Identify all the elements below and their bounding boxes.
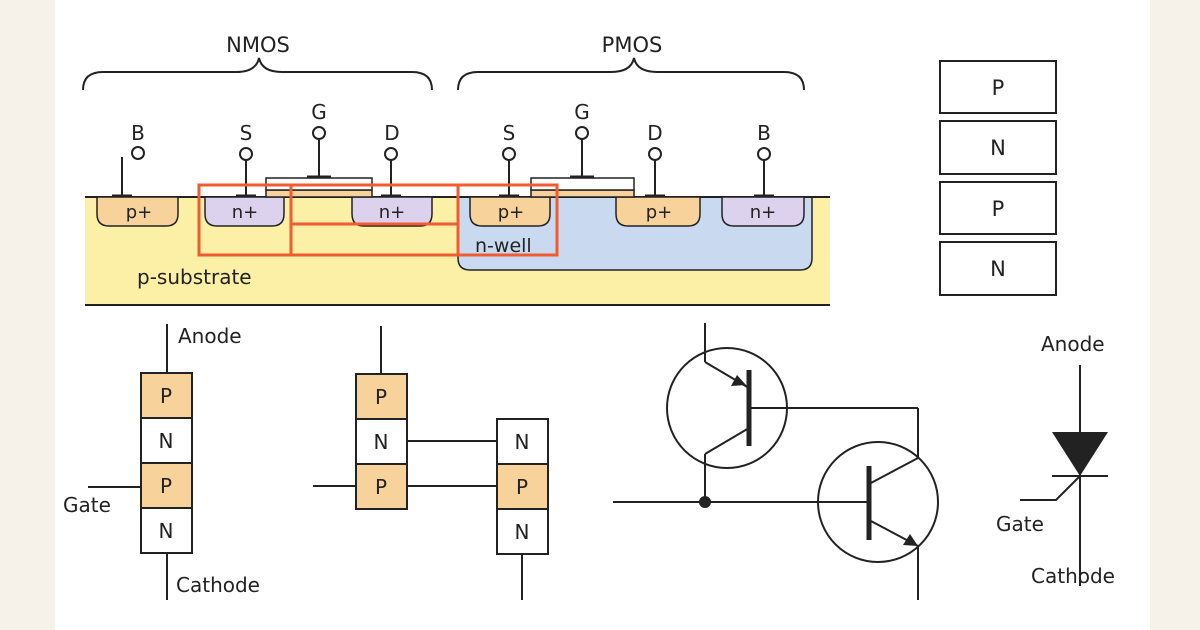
pnpn-layer-1-label: P xyxy=(160,384,172,408)
n-plus-region-nmos-drain xyxy=(351,196,433,227)
pnpn-cathode-label: Cathode xyxy=(176,573,260,597)
split-right-layer-3-label: N xyxy=(515,520,530,544)
n-plus-region-pmos-body xyxy=(721,196,805,227)
stack-layer-2-label: N xyxy=(990,136,1006,160)
p-plus-region-pmos-source xyxy=(469,196,551,227)
stack-layer-4-label: N xyxy=(990,257,1006,281)
scr-triangle xyxy=(1052,432,1108,476)
nmos-brace xyxy=(82,57,433,91)
terminal-label-nmos-g: G xyxy=(311,100,327,124)
terminal-label-pmos-g: G xyxy=(574,100,590,124)
split-left-layer-3-label: P xyxy=(375,475,387,499)
region-label-n2: n+ xyxy=(379,202,406,223)
region-label-n3: n+ xyxy=(750,202,777,223)
stack-layer-2 xyxy=(939,120,1057,175)
region-label-p3: p+ xyxy=(646,202,673,223)
terminal-nmos-body xyxy=(112,146,145,198)
scr-gate-label: Gate xyxy=(996,512,1044,536)
split-right-layer-3 xyxy=(496,508,549,555)
scr-cathode-label: Cathode xyxy=(1031,564,1115,588)
terminal-pmos-drain xyxy=(645,147,665,198)
nmos-gate-oxide xyxy=(265,189,373,198)
terminal-label-nmos-b: B xyxy=(131,121,145,145)
layer-stack: P N P N xyxy=(939,60,1057,296)
split-transistor-structure: P N P N P N xyxy=(313,326,549,600)
p-plus-region-pmos-drain xyxy=(615,196,701,227)
terminal-label-nmos-s: S xyxy=(240,121,253,145)
split-left-layer-3 xyxy=(355,463,408,510)
pnpn-gate-label: Gate xyxy=(63,493,111,517)
stack-layer-1-label: P xyxy=(992,76,1005,100)
pnpn-anode-label: Anode xyxy=(178,324,242,348)
pnpn-layer-3 xyxy=(140,462,193,509)
region-label-p1: p+ xyxy=(126,202,153,223)
terminal-pmos-source xyxy=(499,147,519,198)
region-label-p2: p+ xyxy=(498,202,525,223)
pnpn-layer-3-label: P xyxy=(160,474,172,498)
terminal-label-pmos-b: B xyxy=(757,121,771,145)
cmos-cross-section: NMOS PMOS n-well p-substrate p+ n+ n+ p+… xyxy=(82,33,830,306)
pnpn-layer-1 xyxy=(140,372,193,419)
region-label-n1: n+ xyxy=(232,202,259,223)
junction-dot xyxy=(699,496,711,508)
terminal-pmos-body xyxy=(754,147,774,198)
pmos-brace xyxy=(457,57,805,91)
split-left-layer-1-label: P xyxy=(375,385,387,409)
pnpn-layer-4-label: N xyxy=(159,519,174,543)
split-left-layer-2-label: N xyxy=(374,430,389,454)
n-well-label: n-well xyxy=(475,235,532,257)
two-transistor-equivalent xyxy=(613,323,939,600)
pnpn-layer-2-label: N xyxy=(159,429,174,453)
split-right-layer-1-label: N xyxy=(515,430,530,454)
n-plus-region-nmos-source xyxy=(204,196,285,227)
stack-layer-3-label: P xyxy=(992,197,1005,221)
terminal-nmos-gate xyxy=(307,126,331,179)
nmos-label: NMOS xyxy=(226,33,290,57)
pnpn-layer-4 xyxy=(140,507,193,554)
p-plus-region-nmos-body xyxy=(96,196,179,227)
pnpn-structure: P N P N Anode Gate Cathode xyxy=(63,324,260,600)
split-right-layer-1 xyxy=(496,418,549,465)
pmos-gate-oxide xyxy=(530,189,635,198)
scr-anode-label: Anode xyxy=(1041,332,1105,356)
npn-emitter-arrow xyxy=(903,534,918,546)
scr-gate-lead xyxy=(1020,475,1081,501)
pnp-emitter-arrow xyxy=(731,375,746,386)
split-left-layer-1 xyxy=(355,373,408,420)
terminal-label-nmos-d: D xyxy=(384,121,399,145)
terminal-label-pmos-d: D xyxy=(647,121,662,145)
terminal-nmos-source xyxy=(236,147,256,198)
pmos-label: PMOS xyxy=(602,33,663,57)
scr-symbol: Anode Gate Cathode xyxy=(996,332,1115,588)
split-right-layer-2-label: P xyxy=(516,475,528,499)
parasitic-thyristor-highlight xyxy=(197,183,559,257)
stack-layer-1 xyxy=(939,60,1057,114)
terminal-label-pmos-s: S xyxy=(503,121,516,145)
p-substrate-label: p-substrate xyxy=(137,265,252,289)
stack-layer-3 xyxy=(939,181,1057,235)
terminal-pmos-gate xyxy=(570,126,594,179)
split-right-layer-2 xyxy=(496,463,549,510)
terminal-nmos-drain xyxy=(381,147,401,198)
stack-layer-4 xyxy=(939,241,1057,296)
